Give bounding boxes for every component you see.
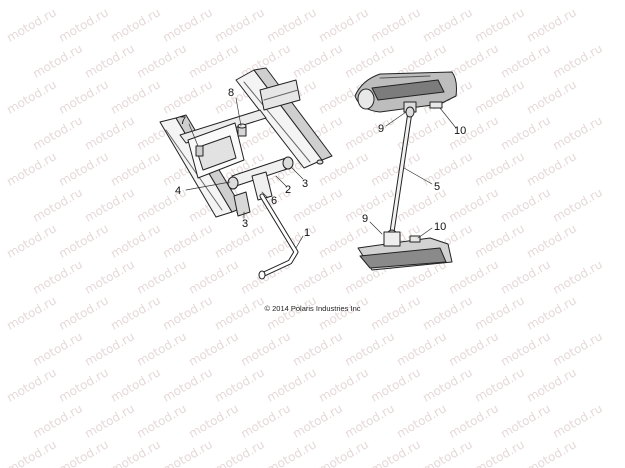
callout-2: 2 [285, 184, 292, 196]
callout-4: 4 [175, 185, 182, 197]
pedal-arm-assembly [233, 171, 299, 280]
callout-9b: 9 [362, 213, 369, 225]
callout-3a: 3 [302, 178, 309, 190]
callout-9a: 9 [378, 123, 385, 135]
leader-lines-right [369, 107, 457, 239]
leader-lines-left [185, 97, 304, 249]
frame-bracket-assembly [159, 67, 333, 218]
link-rod [386, 106, 415, 243]
upper-mount-assembly [354, 71, 457, 113]
callout-8: 8 [228, 87, 235, 99]
copyright-notice: © 2014 Polaris Industries Inc [264, 304, 361, 313]
callout-3b: 3 [242, 218, 249, 230]
callout-6: 6 [271, 195, 278, 207]
callout-10a: 10 [454, 125, 467, 137]
callout-5: 5 [434, 181, 441, 193]
callout-10b: 10 [434, 221, 447, 233]
callout-1: 1 [304, 227, 311, 239]
lower-mount-assembly [357, 231, 453, 271]
callout-7: 7 [180, 115, 187, 127]
